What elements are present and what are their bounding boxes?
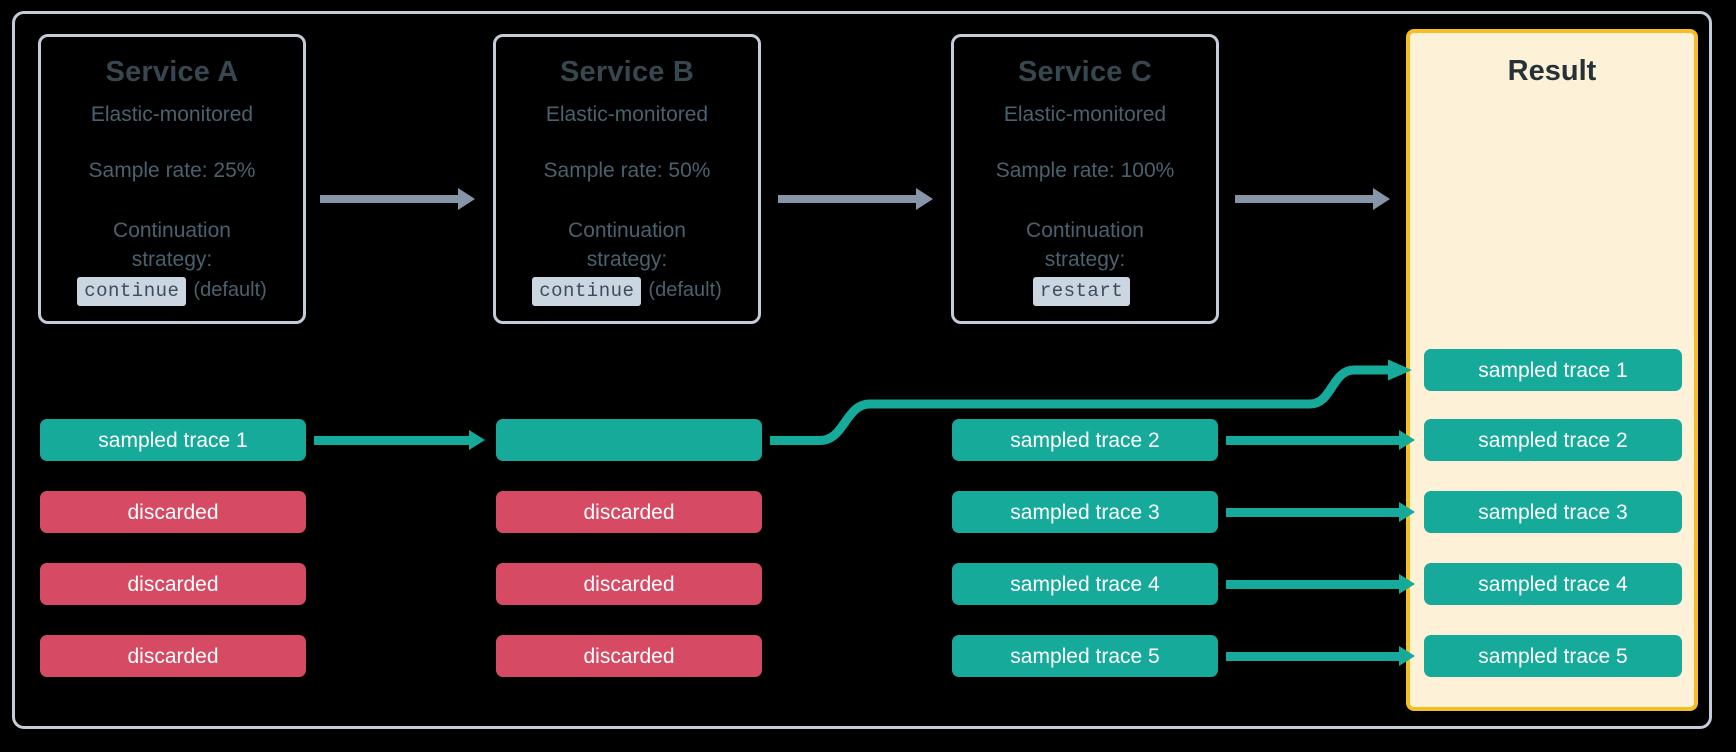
- arrow-head-icon: [1399, 646, 1415, 666]
- service-a-strategy-value: continue (default): [41, 276, 303, 306]
- arrow-shaft: [1235, 195, 1374, 203]
- trace-pill: sampled trace 3: [952, 491, 1218, 533]
- service-c-to-result-arrow: [1235, 188, 1390, 210]
- trace-pill: sampled trace 1: [40, 419, 306, 461]
- trace2-c-to-result-arrow: [1226, 430, 1416, 450]
- arrow-head-icon: [469, 430, 485, 450]
- arrow-head-icon: [1399, 502, 1415, 522]
- arrow-shaft: [1226, 652, 1400, 661]
- arrow-shaft: [320, 195, 459, 203]
- arrow-head-icon: [458, 188, 475, 210]
- arrow-shaft: [778, 195, 917, 203]
- service-c-subtitle: Elastic-monitored: [1003, 102, 1167, 126]
- trace5-c-to-result-arrow: [1226, 646, 1416, 666]
- service-card-b: Service B Elastic-monitored Sample rate:…: [493, 34, 761, 324]
- service-card-c: Service C Elastic-monitored Sample rate:…: [951, 34, 1219, 324]
- service-b-to-c-arrow: [778, 188, 933, 210]
- result-title: Result: [1507, 55, 1597, 87]
- trace-pill: sampled trace 3: [1424, 491, 1682, 533]
- trace-pill: discarded: [40, 563, 306, 605]
- service-a-strategy-note: (default): [193, 278, 267, 301]
- service-b-strategy-label: Continuation strategy:: [568, 219, 686, 271]
- service-c-strategy-label: Continuation strategy:: [1026, 219, 1144, 271]
- service-c-title: Service C: [1018, 56, 1152, 88]
- arrow-shaft: [1226, 508, 1400, 517]
- arrow-head-icon: [1399, 430, 1415, 450]
- service-b-subtitle: Elastic-monitored: [545, 102, 709, 126]
- trace3-c-to-result-arrow: [1226, 502, 1416, 522]
- trace-pill: sampled trace 5: [1424, 635, 1682, 677]
- service-c-strategy-code: restart: [1032, 276, 1131, 306]
- service-a-sample-rate: Sample rate: 25%: [88, 159, 256, 183]
- trace-pill: sampled trace 4: [952, 563, 1218, 605]
- arrow-shaft: [314, 436, 470, 445]
- trace-pill: discarded: [496, 491, 762, 533]
- service-b-title: Service B: [560, 56, 694, 88]
- trace1-a-to-b-arrow: [314, 430, 486, 450]
- service-c-strategy-value: restart: [954, 276, 1216, 306]
- service-a-strategy-code: continue: [77, 276, 187, 306]
- arrow-head-icon: [1373, 188, 1390, 210]
- service-a-title: Service A: [105, 56, 239, 88]
- trace-pill: discarded: [496, 635, 762, 677]
- arrow-head-icon: [1399, 574, 1415, 594]
- trace4-c-to-result-arrow: [1226, 574, 1416, 594]
- service-b-sample-rate: Sample rate: 50%: [543, 159, 711, 183]
- trace-pill: sampled trace 4: [1424, 563, 1682, 605]
- arrow-shaft: [1226, 580, 1400, 589]
- trace-pill: discarded: [40, 491, 306, 533]
- service-a-subtitle: Elastic-monitored: [90, 102, 254, 126]
- trace-pill: sampled trace 1: [1424, 349, 1682, 391]
- trace-pill: sampled trace 2: [952, 419, 1218, 461]
- trace-pill: discarded: [496, 563, 762, 605]
- trace-pill: discarded: [40, 635, 306, 677]
- arrow-head-icon: [916, 188, 933, 210]
- trace-pill: sampled trace 2: [1424, 419, 1682, 461]
- service-card-a: Service A Elastic-monitored Sample rate:…: [38, 34, 306, 324]
- service-a-to-b-arrow: [320, 188, 475, 210]
- service-b-strategy-code: continue: [532, 276, 642, 306]
- service-b-strategy-value: continue (default): [496, 276, 758, 306]
- service-c-sample-rate: Sample rate: 100%: [995, 159, 1175, 183]
- trace-pill: [496, 419, 762, 461]
- service-a-strategy-label: Continuation strategy:: [113, 219, 231, 271]
- arrow-shaft: [1226, 436, 1400, 445]
- service-b-strategy-note: (default): [648, 278, 722, 301]
- trace-pill: sampled trace 5: [952, 635, 1218, 677]
